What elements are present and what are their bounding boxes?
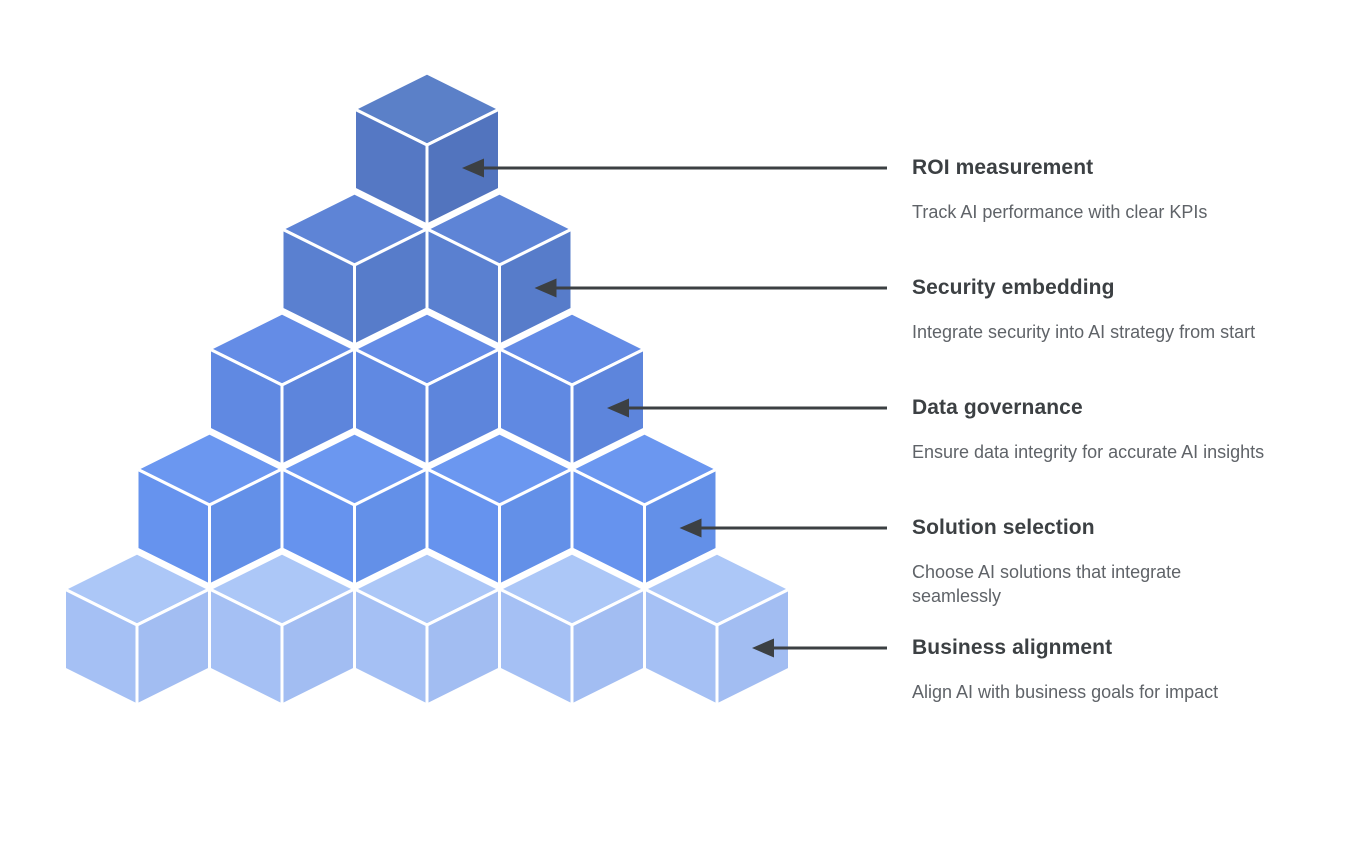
label-data-governance: Data governance Ensure data integrity fo… bbox=[912, 394, 1272, 464]
label-title-business-alignment: Business alignment bbox=[912, 636, 1113, 659]
arrow-head-level-5 bbox=[752, 638, 774, 658]
arrow-head-level-4 bbox=[679, 518, 702, 538]
cube-level-4-4-right-face bbox=[643, 467, 719, 587]
label-security-embedding: Security embedding Integrate security in… bbox=[912, 274, 1272, 344]
label-title-data-governance: Data governance bbox=[912, 396, 1083, 419]
label-solution-selection: Solution selection Choose AI solutions t… bbox=[912, 514, 1272, 608]
label-desc-business-alignment: Align AI with business goals for impact bbox=[912, 682, 1219, 702]
label-desc-solution-selection: Choose AI solutions that integrate seaml… bbox=[912, 562, 1182, 606]
arrow-head-level-1 bbox=[462, 158, 484, 178]
label-desc-security-embedding: Integrate security into AI strategy from… bbox=[912, 322, 1256, 342]
label-roi-measurement: ROI measurement Track AI performance wit… bbox=[912, 154, 1272, 224]
label-desc-data-governance: Ensure data integrity for accurate AI in… bbox=[912, 442, 1265, 462]
cube-level-1-1-right-face bbox=[425, 107, 501, 227]
label-title-solution-selection: Solution selection bbox=[912, 516, 1095, 539]
cube-level-5-5-right-face bbox=[715, 587, 791, 707]
arrow-head-level-3 bbox=[607, 398, 629, 418]
arrow-head-level-2 bbox=[534, 278, 557, 298]
label-desc-roi-measurement: Track AI performance with clear KPIs bbox=[912, 202, 1208, 222]
cube-level-2-2-right-face bbox=[498, 227, 574, 347]
label-business-alignment: Business alignment Align AI with busines… bbox=[912, 634, 1272, 704]
label-title-roi-measurement: ROI measurement bbox=[912, 156, 1094, 179]
labels-column: ROI measurement Track AI performance wit… bbox=[912, 0, 1282, 850]
label-title-security-embedding: Security embedding bbox=[912, 276, 1115, 299]
cube-level-3-3-right-face bbox=[570, 347, 646, 467]
